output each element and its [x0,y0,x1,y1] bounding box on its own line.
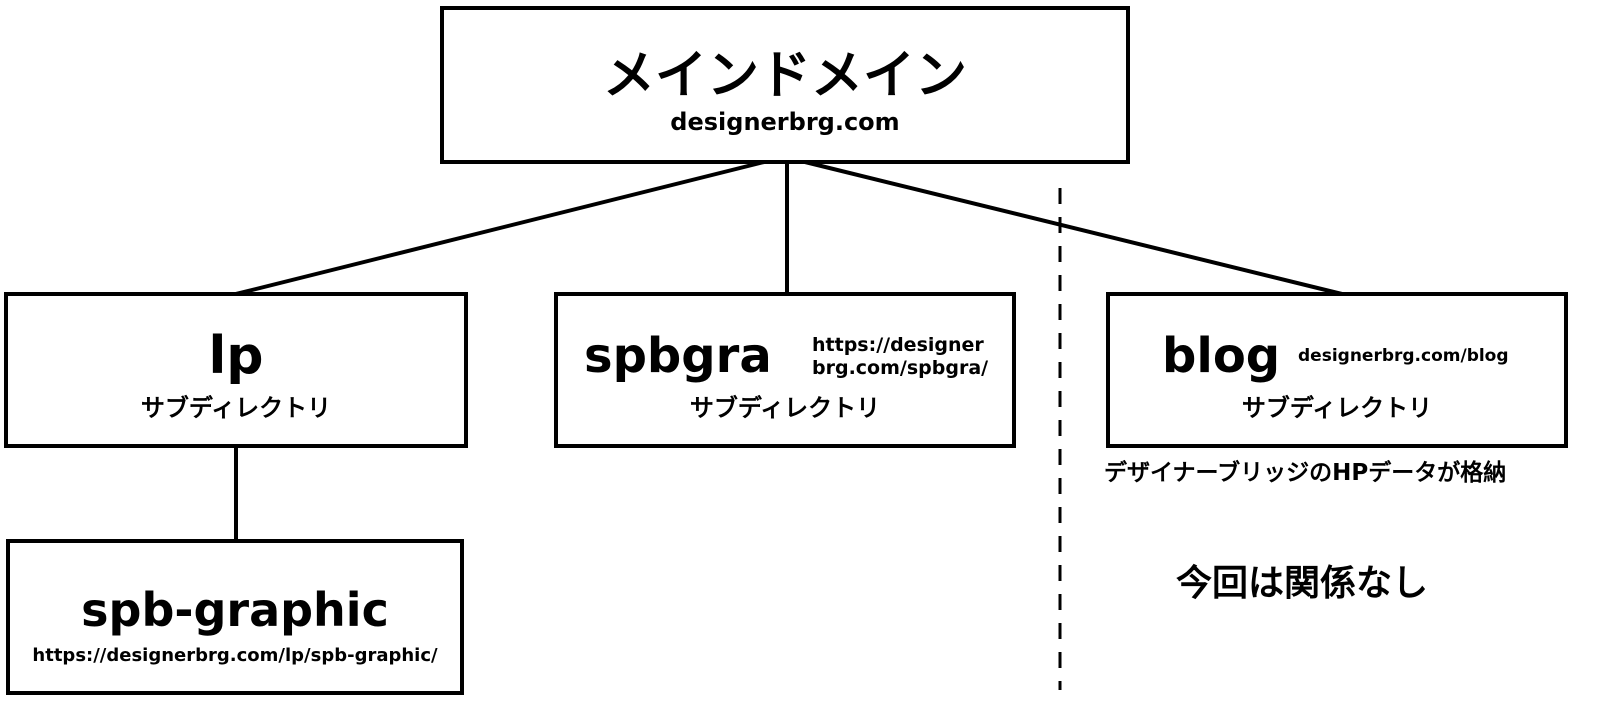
spbgra-type-label: サブディレクトリ [689,394,881,422]
blog-note: デザイナーブリッジのHPデータが格納 [1104,460,1507,486]
connector-root-blog [804,160,1343,296]
spbgra-title: spbgra [584,328,772,384]
blog-title: blog [1162,328,1281,384]
connector-root-lp [235,160,765,296]
lp-subdirectory-node: lp サブディレクトリ [4,292,468,448]
root-domain-title: メインドメイン [602,46,967,106]
lp-type-label: サブディレクトリ [140,394,332,422]
spbgra-subdirectory-node: spbgra https://designer brg.com/spbgra/ … [554,292,1016,448]
spb-graphic-title: spb-graphic [81,583,389,637]
blog-note-not-relevant: 今回は関係なし [1176,563,1429,604]
spb-graphic-url: https://designerbrg.com/lp/spb-graphic/ [32,645,438,666]
blog-url: designerbrg.com/blog [1298,346,1509,366]
lp-title: lp [208,326,264,386]
spbgra-url-line-1: https://designer [812,334,984,356]
spb-graphic-node: spb-graphic https://designerbrg.com/lp/s… [6,539,464,695]
blog-type-label: サブディレクトリ [1241,394,1433,422]
blog-subdirectory-node: blog designerbrg.com/blog サブディレクトリ [1106,292,1568,448]
root-domain-url: designerbrg.com [670,108,900,136]
root-domain-node: メインドメイン designerbrg.com [440,6,1130,164]
spbgra-url-line-2: brg.com/spbgra/ [812,357,989,379]
